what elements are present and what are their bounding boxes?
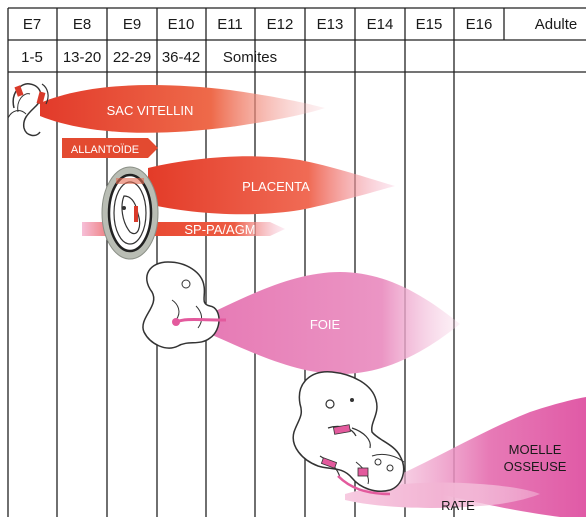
somites-36-42: 36-42 (162, 49, 200, 66)
stage-adulte: Adulte (535, 16, 578, 33)
spleen-label: RATE (441, 498, 475, 513)
e10-embryo-illustration (143, 262, 226, 348)
stage-e12: E12 (267, 16, 294, 33)
e9-embryo-placenta-illustration (102, 167, 158, 259)
stage-e13: E13 (317, 16, 344, 33)
placenta-label: PLACENTA (242, 179, 310, 194)
bone-marrow-label-line2: OSSEUSE (504, 459, 567, 474)
somites-1-5: 1-5 (21, 49, 43, 66)
stage-e11: E11 (217, 16, 243, 33)
bone-marrow-label-line1: MOELLE (509, 442, 562, 457)
stage-e14: E14 (367, 16, 394, 33)
somites-22-29: 22-29 (113, 49, 151, 66)
yolk-sac-label: SAC VITELLIN (107, 103, 194, 118)
liver-label: FOIE (310, 317, 341, 332)
stage-e16: E16 (466, 16, 493, 33)
somites-row: 1-5 13-20 22-29 36-42 Somites (21, 49, 277, 66)
stage-e9: E9 (123, 16, 141, 33)
stage-e7: E7 (23, 16, 41, 33)
allantois-label: ALLANTOÏDE (71, 144, 139, 156)
stage-e10: E10 (168, 16, 195, 33)
somites-13-20: 13-20 (63, 49, 101, 66)
stage-header-row: E7 E8 E9 E10 E11 E12 E13 E14 E15 E16 Adu… (23, 16, 577, 33)
stage-e8: E8 (73, 16, 91, 33)
e13-fetus-illustration (293, 372, 404, 494)
stage-e15: E15 (416, 16, 443, 33)
somites-label: Somites (223, 49, 277, 66)
sppa-agm-label: SP-PA/AGM (184, 222, 255, 237)
